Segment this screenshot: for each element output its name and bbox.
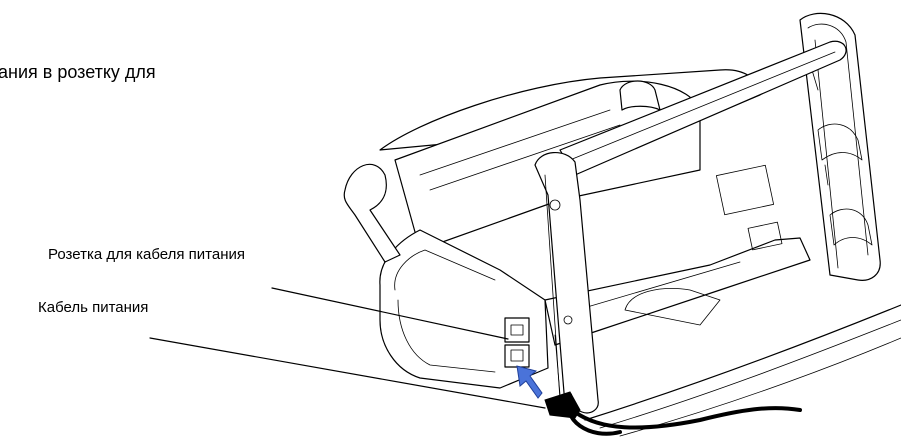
instruction-text: ания в розетку для bbox=[0, 62, 156, 82]
label-power-cable: Кабель питания bbox=[38, 299, 149, 316]
base-curve bbox=[584, 304, 901, 437]
power-cable bbox=[544, 391, 802, 436]
power-socket bbox=[504, 317, 530, 343]
top-bar bbox=[559, 40, 847, 176]
housing-side bbox=[343, 163, 549, 389]
front-leg bbox=[534, 152, 599, 414]
label-power-socket: Розетка для кабеля питания bbox=[48, 246, 246, 263]
rear-frame bbox=[799, 12, 881, 281]
pointer-line-cable bbox=[149, 337, 546, 409]
pointer-line-socket bbox=[271, 287, 509, 340]
insert-arrow-icon bbox=[516, 365, 543, 399]
